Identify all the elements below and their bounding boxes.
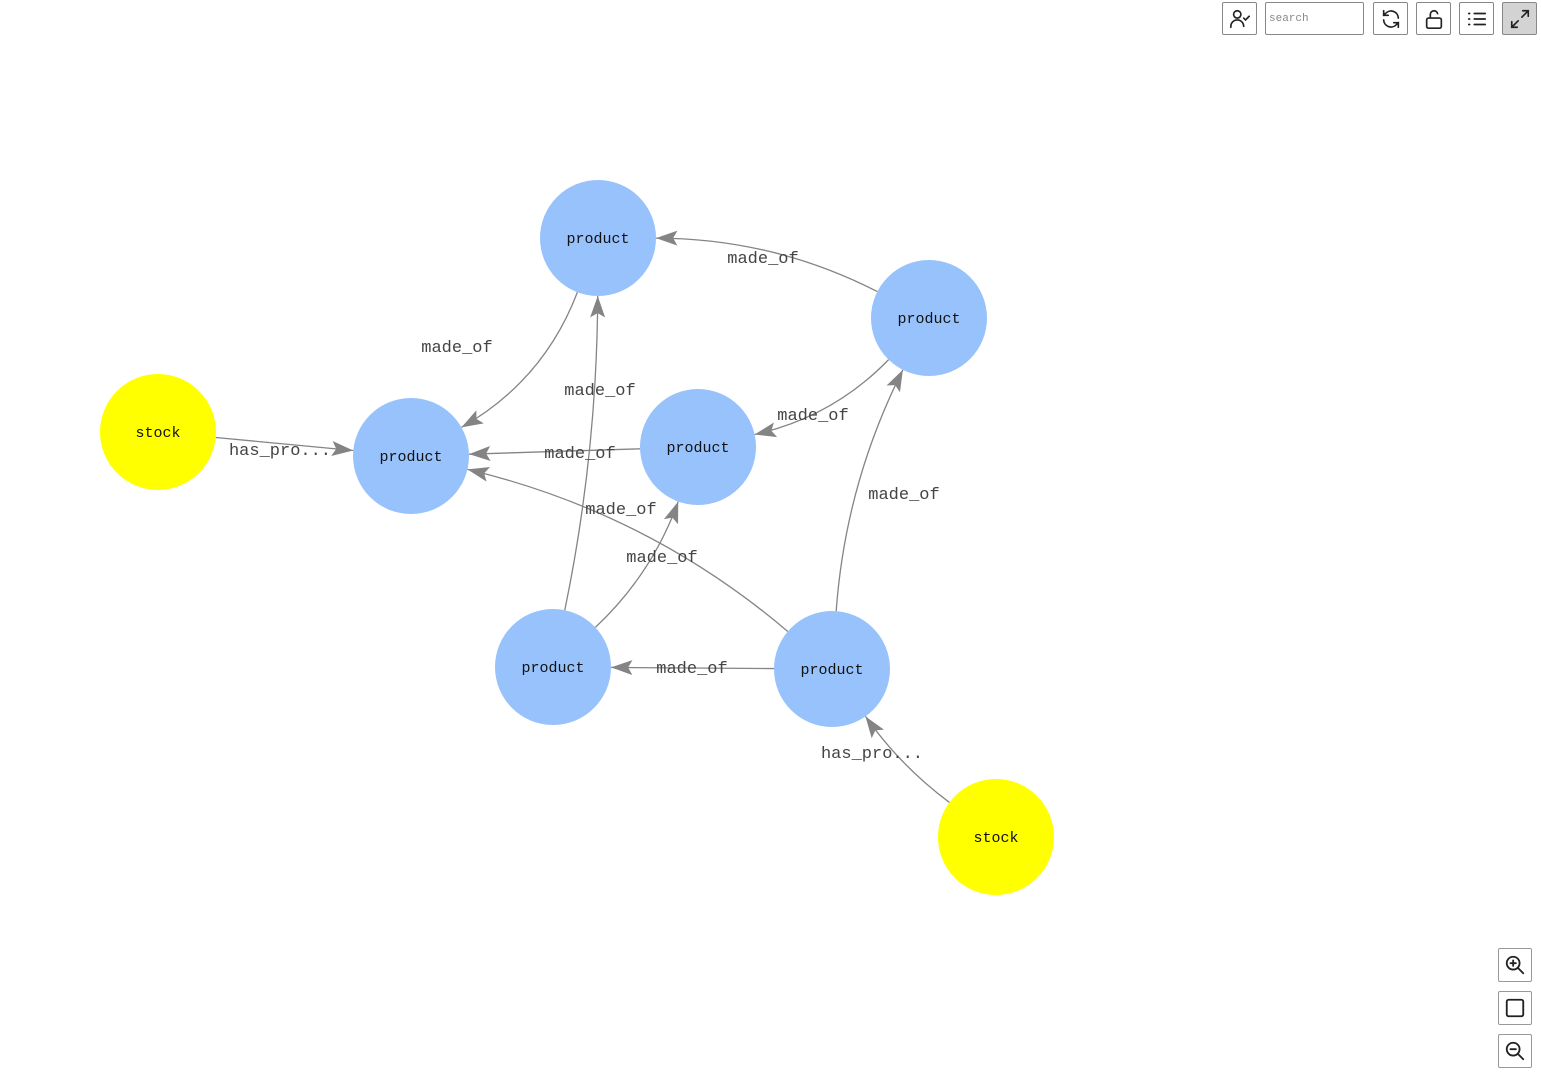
node-label: product bbox=[566, 231, 629, 248]
node-product[interactable]: product bbox=[353, 398, 469, 514]
nodes-layer: product product product product product produ… bbox=[100, 180, 1054, 895]
node-circle[interactable] bbox=[353, 398, 469, 514]
node-stock[interactable]: stock bbox=[938, 779, 1054, 895]
node-circle[interactable] bbox=[774, 611, 890, 727]
edge-p_br-p_left[interactable] bbox=[467, 467, 789, 632]
search-input[interactable] bbox=[1265, 2, 1364, 35]
fit-button[interactable] bbox=[1498, 991, 1532, 1025]
node-circle[interactable] bbox=[540, 180, 656, 296]
zoom-in-icon bbox=[1505, 955, 1525, 975]
node-circle[interactable] bbox=[871, 260, 987, 376]
node-label: stock bbox=[973, 830, 1018, 847]
edge-p_right-p_top[interactable] bbox=[655, 230, 878, 293]
node-circle[interactable] bbox=[495, 609, 611, 725]
node-product[interactable]: product bbox=[540, 180, 656, 296]
node-product[interactable]: product bbox=[774, 611, 890, 727]
edge-labels-layer: made_of made_of made_of made_of made_of made_… bbox=[229, 250, 940, 764]
node-label: product bbox=[666, 440, 729, 457]
square-icon bbox=[1505, 998, 1525, 1018]
expand-icon bbox=[1510, 9, 1529, 28]
edge-label: made_of bbox=[777, 407, 848, 426]
node-circle[interactable] bbox=[640, 389, 756, 505]
node-circle[interactable] bbox=[100, 374, 216, 490]
zoom-out-button[interactable] bbox=[1498, 1034, 1532, 1068]
edge-label: made_of bbox=[626, 549, 697, 568]
node-product[interactable]: product bbox=[640, 389, 756, 505]
node-product[interactable]: product bbox=[871, 260, 987, 376]
unlock-icon bbox=[1425, 9, 1442, 29]
select-user-button[interactable] bbox=[1222, 2, 1257, 35]
edge-p_br-p_right[interactable] bbox=[835, 369, 904, 612]
edge-label: made_of bbox=[544, 445, 615, 464]
edge-label: has_pro... bbox=[229, 442, 331, 461]
edge-label: made_of bbox=[868, 486, 939, 505]
node-circle[interactable] bbox=[938, 779, 1054, 895]
node-stock[interactable]: stock bbox=[100, 374, 216, 490]
refresh-button[interactable] bbox=[1373, 2, 1408, 35]
edge-p_bl-p_top[interactable] bbox=[564, 295, 606, 611]
node-label: product bbox=[521, 660, 584, 677]
edges-layer bbox=[215, 230, 950, 803]
edge-label: made_of bbox=[656, 660, 727, 679]
zoom-out-icon bbox=[1505, 1041, 1525, 1061]
edge-label: made_of bbox=[421, 339, 492, 358]
edge-s_left-p_left[interactable] bbox=[215, 436, 354, 456]
edge-p_mid-p_left[interactable] bbox=[468, 446, 641, 462]
list-button[interactable] bbox=[1459, 2, 1494, 35]
edge-label: made_of bbox=[727, 250, 798, 269]
refresh-icon bbox=[1382, 9, 1399, 28]
zoom-in-button[interactable] bbox=[1498, 948, 1532, 982]
node-label: stock bbox=[135, 425, 180, 442]
list-icon bbox=[1467, 12, 1486, 25]
fullscreen-button[interactable] bbox=[1502, 2, 1537, 35]
user-check-icon bbox=[1229, 9, 1250, 28]
edge-s_right-p_br[interactable] bbox=[864, 716, 950, 803]
node-label: product bbox=[897, 311, 960, 328]
edge-label: made_of bbox=[564, 382, 635, 401]
unlock-button[interactable] bbox=[1416, 2, 1451, 35]
edge-p_top-p_left[interactable] bbox=[461, 291, 578, 428]
node-label: product bbox=[379, 449, 442, 466]
node-label: product bbox=[800, 662, 863, 679]
edge-label: has_pro... bbox=[821, 745, 923, 764]
edge-label: made_of bbox=[585, 501, 656, 520]
edge-p_br-p_bl[interactable] bbox=[610, 660, 775, 676]
node-product[interactable]: product bbox=[495, 609, 611, 725]
edge-p_bl-p_mid[interactable] bbox=[594, 501, 679, 628]
edge-p_right-p_mid[interactable] bbox=[754, 359, 890, 438]
